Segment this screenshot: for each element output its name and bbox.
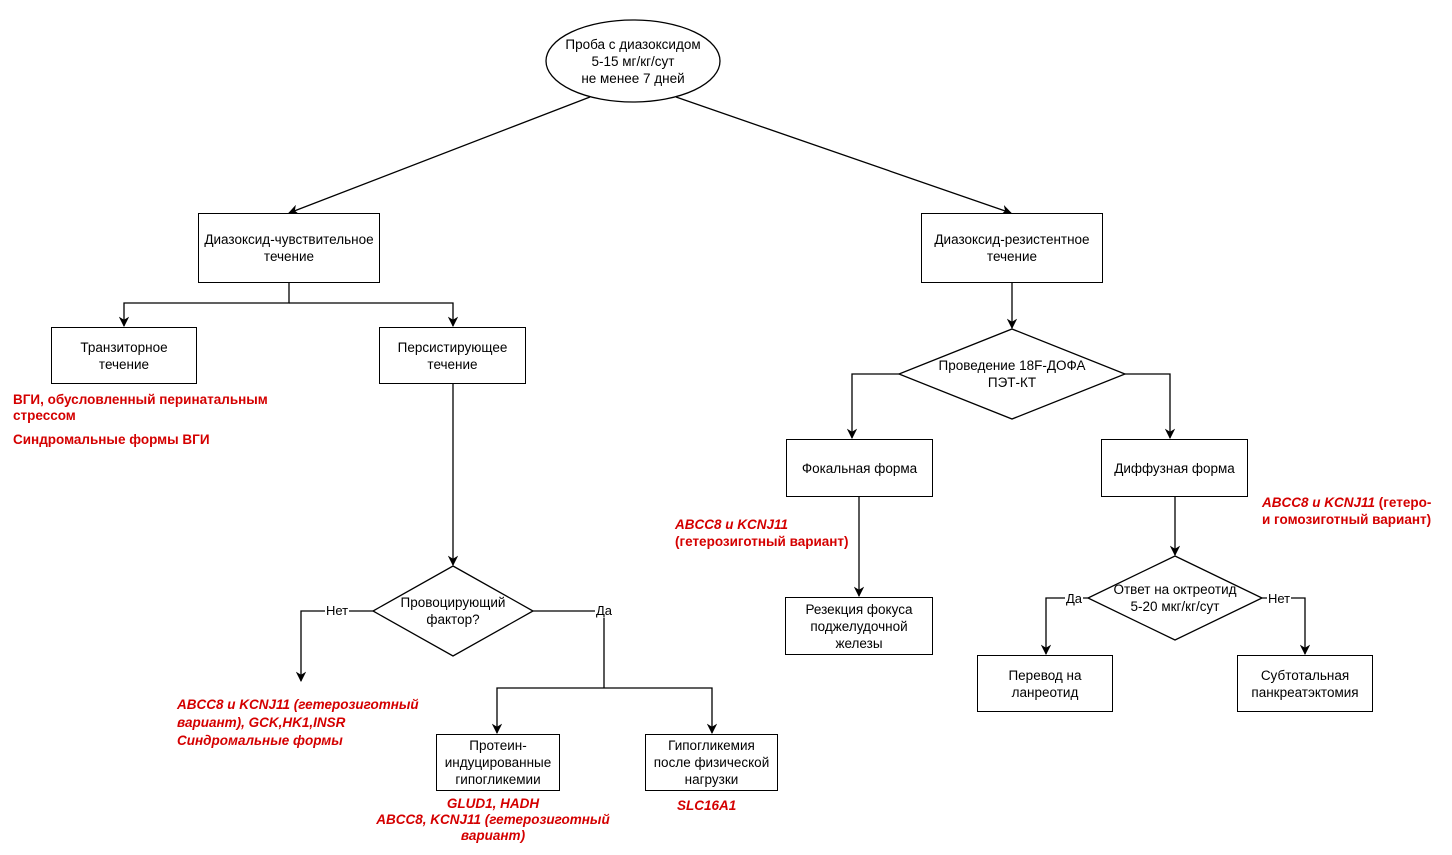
- sensitive-node: Диазоксид-чувствительное течение: [198, 213, 380, 283]
- edge-provoking-no: [295, 610, 373, 683]
- annotation-transient-syndromic: Синдромальные формы ВГИ: [13, 432, 210, 447]
- edge-label-octreotide-no: Нет: [1267, 591, 1292, 606]
- octreotide-diamond: [1086, 555, 1264, 641]
- edge-yes-protein: [491, 687, 604, 735]
- pet-node: Проведение 18F-ДОФА ПЭТ-КТ: [938, 358, 1086, 390]
- edge-label-provoking-no: Нет: [325, 603, 350, 618]
- annotation-no-factor: ABCC8 и KCNJ11 (гетерозиготный вариант),…: [177, 697, 419, 748]
- start-ellipse: [545, 19, 721, 103]
- edge-sensitive-transient: [118, 283, 290, 328]
- edge-label-octreotide-yes: Да: [1065, 591, 1084, 606]
- start-node: Проба с диазоксидом 5-15 мг/кг/сут не ме…: [565, 36, 701, 86]
- persistent-node: Персистирующее течение: [379, 327, 526, 384]
- protein-node: Протеин- индуцированные гипогликемии: [436, 734, 560, 791]
- edge-yes-exercise: [604, 687, 718, 735]
- edge-pet-focal: [846, 373, 899, 440]
- pet-diamond: [897, 328, 1127, 420]
- annotation-protein: GLUD1, HADH ABCC8, KCNJ11 (гетерозиготны…: [376, 796, 610, 843]
- resistant-node: Диазоксид-резистентное течение: [921, 213, 1103, 283]
- exercise-node: Гипогликемия после физической нагрузки: [645, 734, 778, 791]
- annotation-diffuse: ABCC8 и KCNJ11 (гетеро- и гомозиготный в…: [1262, 495, 1432, 527]
- annotation-exercise: SLC16A1: [677, 798, 737, 813]
- edge-provoking-yes: [533, 610, 605, 688]
- provoking-diamond: [371, 565, 535, 657]
- octreotide-node: Ответ на октреотид 5-20 мкг/кг/сут: [1113, 582, 1237, 614]
- focal-node: Фокальная форма: [786, 439, 933, 497]
- diffuse-node: Диффузная форма: [1101, 439, 1248, 497]
- annotation-transient-stress: ВГИ, обусловленный перинатальным стрессо…: [13, 392, 268, 423]
- lanreotide-node: Перевод на ланреотид: [977, 655, 1113, 712]
- transient-node: Транзиторное течение: [51, 327, 197, 384]
- resection-node: Резекция фокуса поджелудочной железы: [785, 597, 933, 655]
- edge-octreotide-yes: [1040, 597, 1088, 656]
- annotation-focal: ABCC8 и KCNJ11 (гетерозиготный вариант): [675, 517, 849, 549]
- edge-label-provoking-yes: Да: [595, 603, 614, 618]
- edge-pet-diffuse: [1125, 373, 1176, 440]
- edge-octreotide-no: [1262, 597, 1311, 656]
- pancreatectomy-node: Субтотальная панкреатэктомия: [1237, 655, 1373, 712]
- edge-start-sensitive: [288, 96, 591, 215]
- edge-start-resistant: [675, 96, 1012, 215]
- provoking-node: Провоцирующий фактор?: [400, 595, 506, 627]
- edge-sensitive-persistent: [289, 302, 459, 328]
